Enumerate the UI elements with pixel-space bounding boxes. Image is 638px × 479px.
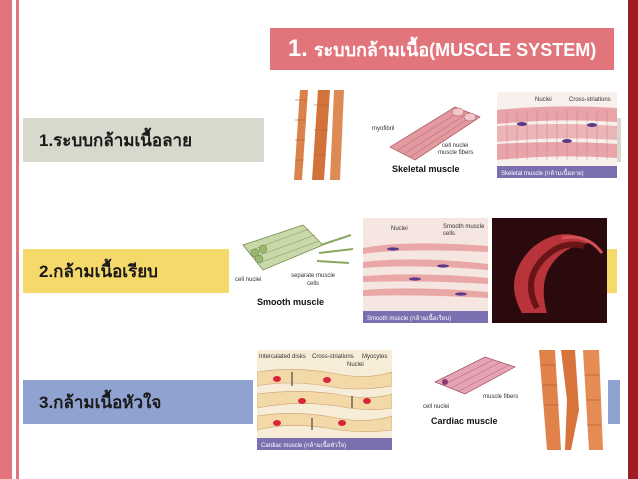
smooth-cells-label: cells — [307, 281, 319, 287]
row-band-cardiac-end — [608, 380, 620, 424]
skeletal-micro-striations-label: Cross-striations — [569, 97, 611, 103]
cardiac-diagram-nuclei-label: cell nuclei — [423, 404, 449, 410]
cardiac-fibers-label: muscle fibers — [483, 394, 518, 400]
skeletal-micro-nuclei-label: Nuclei — [535, 97, 552, 103]
slide-title: 1.ระบบกล้ามเนื้อ(MUSCLE SYSTEM) — [288, 35, 596, 64]
skeletal-nuclei-label: cell nuclei — [442, 143, 468, 149]
smooth-micro-cells2-label: cells — [443, 231, 455, 237]
right-accent-stripe — [628, 0, 638, 479]
row-band-cardiac: 3.กล้ามเนื้อหัวใจ — [23, 380, 253, 424]
skeletal-diagram-caption: Skeletal muscle — [392, 164, 460, 174]
row-label-skeletal: 1.ระบบกล้ามเนื้อลาย — [39, 130, 193, 150]
smooth-micrograph: Nuclei Smooth muscle cells Smooth muscle… — [363, 218, 488, 323]
row-band-skeletal: 1.ระบบกล้ามเนื้อลาย — [23, 118, 264, 162]
left-accent-stripe — [0, 0, 12, 479]
skeletal-fiber-photo — [290, 90, 348, 180]
smooth-diagram: cell nuclei separate muscle cells Smooth… — [233, 215, 358, 315]
row-label-cardiac: 3.กล้ามเนื้อหัวใจ — [39, 392, 162, 412]
smooth-diagram-caption: Smooth muscle — [257, 297, 324, 307]
cardiac-micrograph: Intercalated disks Cross-striations Myoc… — [257, 350, 392, 450]
smooth-micro-nuclei-label: Nuclei — [391, 226, 408, 232]
row-band-smooth-end — [607, 249, 617, 293]
myofibril-label: myofibril — [372, 126, 394, 132]
skeletal-micro-caption: Skeletal muscle (กล้ามเนื้อลาย) — [501, 167, 584, 177]
cardiac-diagram-caption: Cardiac muscle — [431, 416, 498, 426]
smooth-nuclei-label: cell nuclei — [235, 277, 261, 283]
cardiac-fiber-photo — [535, 350, 607, 450]
row-band-smooth: 2.กล้ามเนื้อเรียบ — [23, 249, 229, 293]
smooth-micro-caption: Smooth muscle (กล้ามเนื้อเรียบ) — [367, 312, 451, 322]
slide-title-box: 1.ระบบกล้ามเนื้อ(MUSCLE SYSTEM) — [270, 28, 614, 70]
cardiac-diagram: muscle fibers cell nuclei Cardiac muscle — [415, 352, 525, 437]
skeletal-micrograph: Nuclei Cross-striations Skeletal muscle … — [497, 92, 617, 178]
cardiac-micro-caption: Cardiac muscle (กล้ามเนื้อหัวใจ) — [261, 439, 346, 449]
smooth-separate-label: separate muscle — [291, 273, 336, 279]
smooth-organ-photo — [492, 218, 607, 323]
title-text: ระบบกล้ามเนื้อ(MUSCLE SYSTEM) — [313, 39, 597, 60]
cardiac-nuclei-label: Nuclei — [347, 362, 364, 368]
row-label-smooth: 2.กล้ามเนื้อเรียบ — [39, 261, 158, 281]
skeletal-diagram: myofibril cell nuclei muscle fibers Skel… — [370, 92, 490, 177]
left-thin-stripe — [16, 0, 19, 479]
skeletal-fibers-label: muscle fibers — [438, 150, 473, 156]
cardiac-discs-label: Intercalated disks — [259, 354, 306, 360]
smooth-micro-cells-label: Smooth muscle — [443, 224, 485, 230]
title-number: 1. — [287, 34, 308, 62]
cardiac-striations-label: Cross-striations — [312, 354, 354, 360]
cardiac-myocytes-label: Myocytes — [362, 354, 387, 360]
